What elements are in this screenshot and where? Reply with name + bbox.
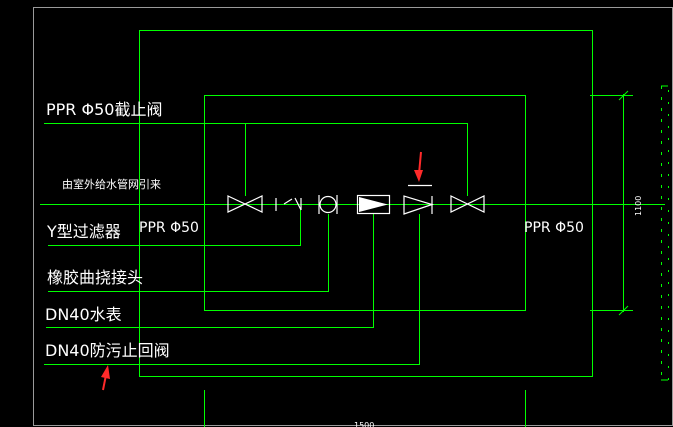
leader-backflow-valve (44, 214, 420, 365)
gate-valve-left-icon[interactable] (227, 195, 263, 213)
rubber-joint-label: 橡胶曲挠接头 (47, 268, 143, 287)
y-strainer-icon[interactable] (275, 197, 302, 211)
right-edge-dashed-fragment (661, 85, 669, 381)
outer-enclosure[interactable] (139, 30, 593, 377)
backflow-valve-label: DN40防污止回阀 (45, 341, 170, 360)
pipe-right-label: PPR Φ50 (524, 220, 584, 236)
gate-valve-right-icon[interactable] (450, 195, 485, 213)
viewport-border (33, 7, 673, 426)
pipe-left-label: PPR Φ50 (139, 220, 199, 236)
inner-pit[interactable] (204, 95, 526, 311)
red-arrow-marker-bottom-icon (101, 365, 110, 391)
leader-lines (44, 123, 468, 365)
leader-rubber-joint (48, 214, 329, 292)
rubber-joint-icon[interactable] (318, 195, 338, 214)
y-strainer-label: Y型过滤器 (46, 222, 121, 241)
backflow-check-valve-icon[interactable] (403, 184, 434, 215)
width-dimension-text: 1500 (354, 421, 374, 427)
height-dimension[interactable] (590, 90, 633, 316)
leader-shutoff-valve (44, 123, 468, 196)
water-meter-icon[interactable] (356, 194, 391, 215)
source-label: 由室外给水管网引来 (62, 177, 161, 191)
shutoff-valve-label: PPR Φ50截止阀 (46, 100, 162, 119)
red-arrow-marker-top-icon (414, 151, 423, 182)
leader-water-meter (46, 214, 374, 328)
height-dimension-text: 1100 (634, 196, 643, 216)
leader-y-strainer (48, 210, 301, 246)
water-meter-label: DN40水表 (45, 305, 122, 324)
